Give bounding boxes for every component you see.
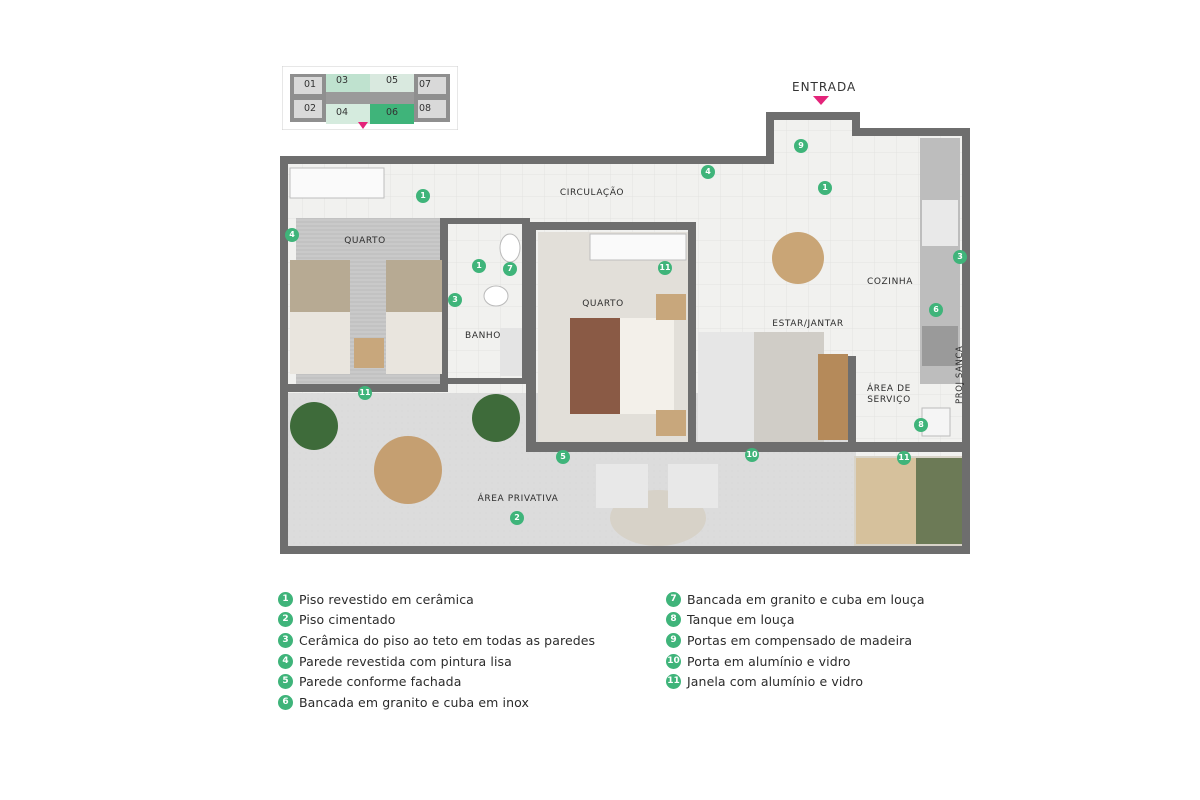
legend-number: 2 — [278, 612, 293, 628]
room-label-banho: BANHO — [465, 331, 501, 341]
legend-text: Cerâmica do piso ao teto em todas as par… — [299, 632, 596, 648]
legend-text: Tanque em louça — [687, 612, 795, 628]
marker-4-circulacao: 4 — [701, 165, 715, 179]
room-label-quarto-2: QUARTO — [582, 299, 624, 309]
legend-number: 4 — [278, 653, 293, 669]
legend-text: Piso revestido em cerâmica — [299, 591, 474, 607]
marker-10: 10 — [745, 448, 759, 462]
marker-5: 5 — [556, 450, 570, 464]
legend-item: 5 Parede conforme fachada — [278, 671, 595, 692]
entrance-label: ENTRADA — [792, 80, 857, 94]
legend-item: 3 Cerâmica do piso ao teto em todas as p… — [278, 630, 595, 651]
room-label-cozinha: COZINHA — [866, 277, 914, 287]
marker-3-banho: 3 — [448, 293, 462, 307]
room-label-estar-jantar: ESTAR/JANTAR — [772, 319, 844, 329]
legend-number: 3 — [278, 632, 293, 648]
unit-01-label: 01 — [304, 79, 317, 90]
legend-left: 1 Piso revestido em cerâmica 2 Piso cime… — [278, 589, 595, 713]
room-label-area-servico-line1: ÁREA DE — [867, 384, 911, 394]
legend-number: 10 — [666, 653, 681, 669]
marker-11-servico: 11 — [897, 451, 911, 465]
marker-4-quarto: 4 — [285, 228, 299, 242]
legend-number: 1 — [278, 591, 293, 607]
room-label-area-servico: ÁREA DE SERVIÇO — [867, 384, 911, 406]
marker-11-quarto-2: 11 — [658, 261, 672, 275]
legend-item: 2 Piso cimentado — [278, 610, 595, 631]
marker-8: 8 — [914, 418, 928, 432]
legend-number: 6 — [278, 694, 293, 710]
marker-2: 2 — [510, 511, 524, 525]
marker-6: 6 — [929, 303, 943, 317]
marker-1-estar: 1 — [818, 181, 832, 195]
legend-item: 10 Porta em alumínio e vidro — [666, 651, 925, 672]
legend-text: Parede conforme fachada — [299, 674, 462, 690]
floor-plan: CIRCULAÇÃO QUARTO BANHO QUARTO ESTAR/JAN… — [280, 108, 972, 556]
legend-item: 11 Janela com alumínio e vidro — [666, 671, 925, 692]
room-label-area-privativa: ÁREA PRIVATIVA — [477, 494, 559, 504]
unit-02-label: 02 — [304, 103, 317, 114]
marker-7: 7 — [503, 262, 517, 276]
legend-item: 8 Tanque em louça — [666, 610, 925, 631]
legend-item: 7 Bancada em granito e cuba em louça — [666, 589, 925, 610]
marker-11-quarto: 11 — [358, 386, 372, 400]
legend-text: Bancada em granito e cuba em louça — [687, 591, 925, 607]
unit-07-label: 07 — [419, 79, 432, 90]
proj-sanca-label: PROJ SANCA — [955, 345, 965, 404]
legend-text: Portas em compensado de madeira — [687, 632, 913, 648]
room-label-area-servico-line2: SERVIÇO — [867, 395, 911, 405]
unit-04-label: 04 — [336, 107, 349, 118]
room-label-circulacao: CIRCULAÇÃO — [559, 188, 625, 198]
marker-1-circulacao: 1 — [416, 189, 430, 203]
legend-item: 9 Portas em compensado de madeira — [666, 630, 925, 651]
legend-right: 7 Bancada em granito e cuba em louça 8 T… — [666, 589, 925, 692]
legend-number: 7 — [666, 591, 681, 607]
marker-9: 9 — [794, 139, 808, 153]
room-label-quarto-1: QUARTO — [344, 236, 386, 246]
legend-number: 11 — [666, 674, 681, 690]
key-plan: 01 02 03 04 05 06 07 08 — [281, 65, 459, 131]
marker-1-banho: 1 — [472, 259, 486, 273]
legend-text: Piso cimentado — [299, 612, 396, 628]
legend-number: 9 — [666, 632, 681, 648]
legend-number: 5 — [278, 674, 293, 690]
legend-text: Janela com alumínio e vidro — [687, 674, 864, 690]
legend-text: Porta em alumínio e vidro — [687, 653, 851, 669]
entrance-arrow-icon — [813, 96, 829, 105]
legend-item: 4 Parede revestida com pintura lisa — [278, 651, 595, 672]
marker-3-cozinha: 3 — [953, 250, 967, 264]
unit-08-label: 08 — [419, 103, 432, 114]
legend-item: 1 Piso revestido em cerâmica — [278, 589, 595, 610]
unit-06-label: 06 — [386, 107, 399, 118]
legend-text: Bancada em granito e cuba em inox — [299, 694, 529, 710]
legend-number: 8 — [666, 612, 681, 628]
unit-03-label: 03 — [336, 75, 349, 86]
unit-05-label: 05 — [386, 75, 399, 86]
legend-text: Parede revestida com pintura lisa — [299, 653, 512, 669]
legend-item: 6 Bancada em granito e cuba em inox — [278, 692, 595, 713]
